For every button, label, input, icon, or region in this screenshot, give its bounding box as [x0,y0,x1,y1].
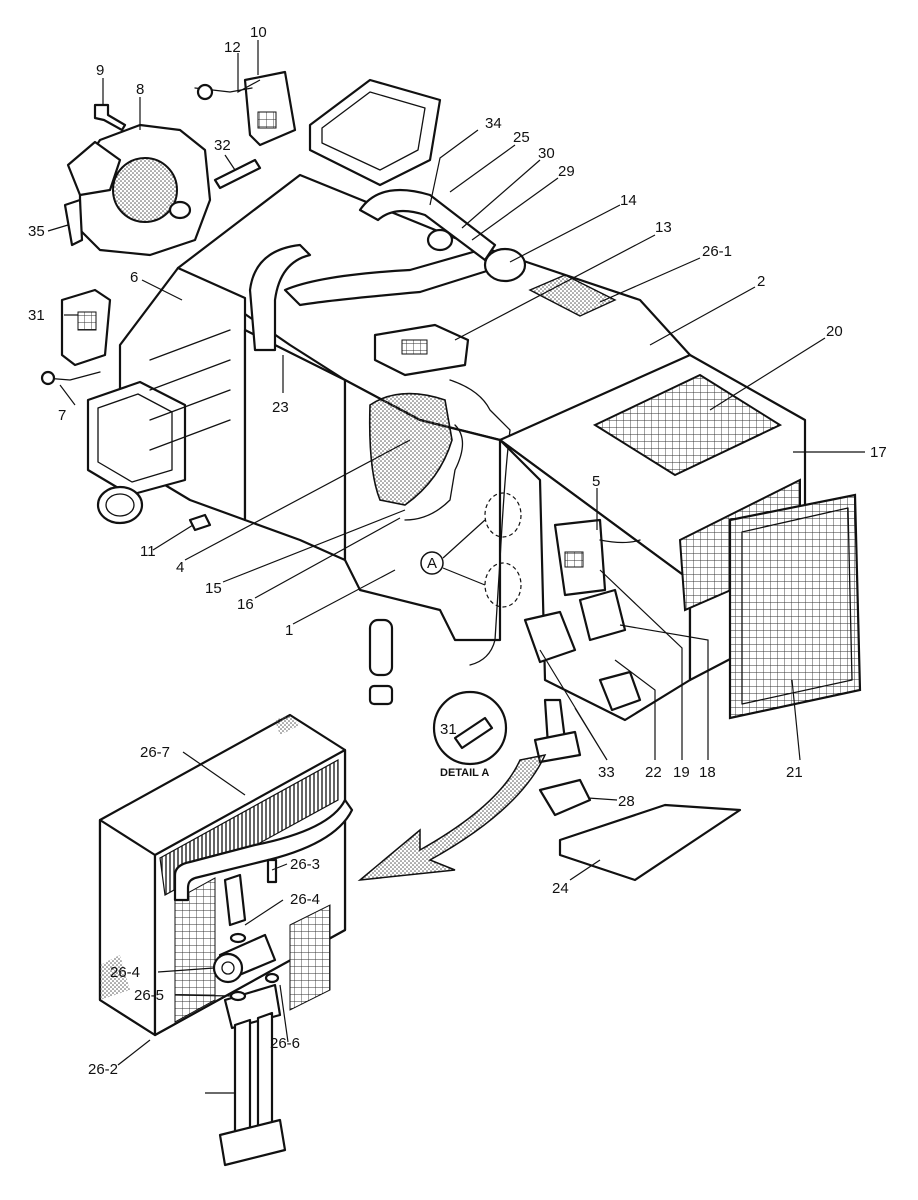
callout-2: 2 [757,273,765,290]
callout-10: 10 [250,24,267,41]
detail-a-callout-31: 31 [440,721,457,738]
upper-tube-left [248,243,312,352]
leader-lines [47,40,865,1094]
callout-14: 14 [620,192,637,209]
pipe-flange [218,1118,287,1167]
callout-35: 26-1 [702,243,732,260]
insulation-pad [558,803,742,882]
callout-34: 35 [28,223,45,240]
callout-26-2: 26-3 [290,856,320,873]
callout-21: 21 [786,764,803,781]
callout-6: 6 [130,269,138,286]
callout-12: 12 [224,39,241,56]
callout-26-7: 26-7 [140,744,170,761]
callout-27: 28 [618,793,635,810]
callout-19: 19 [673,764,690,781]
clip-31 [213,158,262,190]
callout-7: 7 [58,407,66,424]
bracket-34 [63,198,84,247]
callout-31-top: 32 [214,137,231,154]
heater-core-window [368,392,453,506]
expansion-hose [358,188,497,262]
detail-a-marker-upper [484,492,522,538]
screw-9 [93,103,127,132]
callout-26-5: 26-6 [270,1035,300,1052]
drain-hose [368,618,394,677]
screw-11 [188,513,212,532]
callout-26-1: 26-2 [88,1061,118,1078]
resistor [523,610,577,664]
callout-26-3: 26-4 [110,964,140,981]
pipe-block [533,730,582,764]
connector-22 [578,588,627,642]
callout-24: 24 [552,880,569,897]
blower-motor-assembly [66,123,212,257]
evaporator-assembly [98,713,354,1167]
callout-26-4-upper: 26-4 [290,891,320,908]
callout-5: 5 [592,473,600,490]
callout-22: 22 [645,764,662,781]
seal-27 [538,778,592,817]
detail-a-marker-lower [484,562,522,608]
callout-26-4-lower: 26-5 [134,987,164,1004]
callout-13: 13 [655,219,672,236]
callout-29: 30 [538,145,555,162]
callout-1: 1 [285,622,293,639]
callout-23: 23 [272,399,289,416]
callout-4: 4 [176,559,184,576]
main-housing [86,78,692,666]
o-ring-lower [229,990,247,1002]
callout-8: 8 [136,81,144,98]
detail-a-marker-label: A [427,555,437,572]
top-filter-grid [592,373,783,477]
explode-arrow [357,753,547,882]
callout-33: 34 [485,115,502,132]
callout-25: 25 [513,129,530,146]
callout-30: 31 [28,307,45,324]
callout-15: 15 [205,580,222,597]
bolt-26-2 [266,858,278,884]
o-ring-upper [229,932,247,944]
callout-9: 9 [96,62,104,79]
callout-32: 33 [598,764,615,781]
callout-16: 16 [237,596,254,613]
detail-a-caption: DETAIL A [440,767,489,779]
label-plate [528,274,617,317]
callout-17: 17 [870,444,887,461]
callout-labels: 9 8 12 10 32 35 6 31 7 23 11 4 15 16 1 3… [28,24,887,1078]
actuator-10 [243,70,297,147]
callout-20: 20 [826,323,843,340]
detail-a-badge [420,551,444,575]
blower-fan [112,157,178,223]
outlet-pipe [96,485,144,525]
filter-panel [728,493,862,720]
callout-18: 18 [699,764,716,781]
callout-11: 11 [140,543,156,560]
callout-28: 29 [558,163,575,180]
top-inlet-box [308,78,442,187]
